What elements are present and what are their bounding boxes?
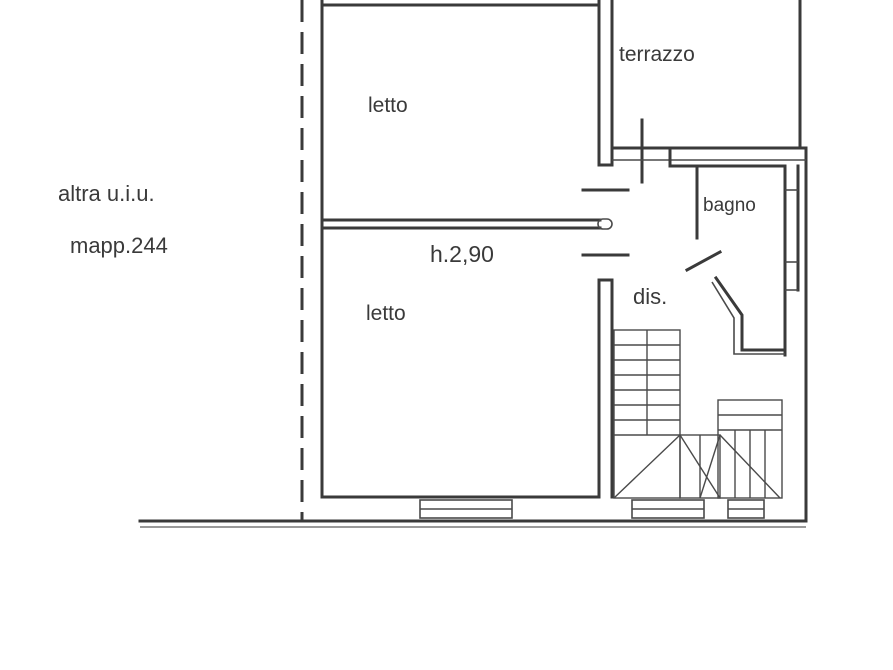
bathroom-walls bbox=[668, 148, 800, 357]
room-label-bathroom: bagno bbox=[703, 195, 756, 216]
other-unit-label: altra u.i.u. bbox=[58, 181, 155, 206]
bedroom-top-walls bbox=[597, 0, 614, 167]
door-marks bbox=[581, 118, 723, 273]
room-label-corridor: dis. bbox=[633, 284, 667, 309]
ceiling-height-label: h.2,90 bbox=[430, 241, 494, 267]
room-label-bedroom-top: letto bbox=[368, 94, 408, 117]
outer-walls bbox=[320, 0, 808, 523]
parcel-label: mapp.244 bbox=[70, 233, 168, 258]
bedroom-bottom-walls bbox=[597, 278, 614, 499]
windows-bottom bbox=[419, 499, 765, 519]
room-label-bedroom-bottom: letto bbox=[366, 302, 406, 325]
staircase bbox=[613, 329, 783, 499]
terrace-walls bbox=[610, 0, 808, 161]
room-label-terrace: terrazzo bbox=[619, 43, 695, 66]
bedroom-divider-wall bbox=[320, 218, 613, 230]
